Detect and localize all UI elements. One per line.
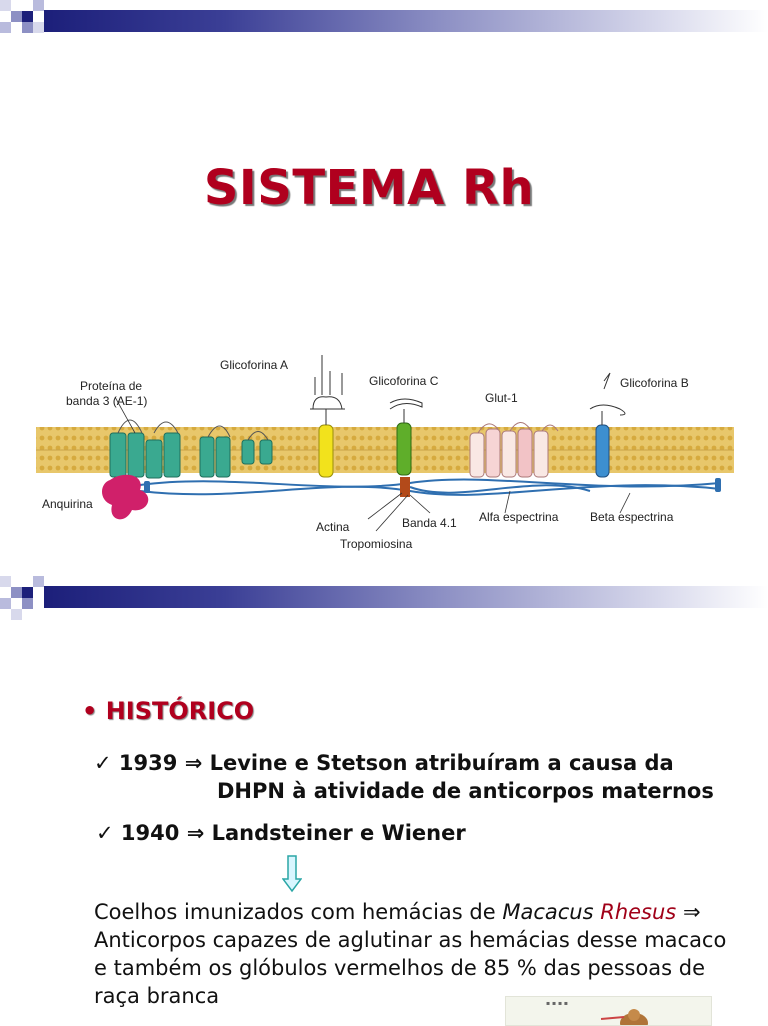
glycophorin-b [595, 424, 610, 478]
label-glicoforina-c: Glicoforina C [369, 374, 439, 388]
section-heading: • HISTÓRICO [82, 697, 255, 725]
band41-block [400, 477, 410, 497]
label-actina: Actina [316, 520, 350, 534]
down-arrow-icon [282, 855, 302, 893]
label-glicoforina-b: Glicoforina B [620, 376, 689, 390]
label-glicoforina-a: Glicoforina A [220, 358, 288, 372]
glut1-protein [469, 422, 559, 478]
top-decor-bar [0, 0, 768, 48]
paragraph: Coelhos imunizados com hemácias de Macac… [94, 900, 727, 1008]
label-banda3-l1: Proteína de [80, 379, 142, 393]
label-glut1: Glut-1 [485, 391, 518, 405]
label-beta-espectrina: Beta espectrina [590, 510, 674, 524]
label-banda41: Banda 4.1 [402, 516, 457, 530]
history-item-1940: ✓ 1940 ⇒ Landsteiner e Wiener [96, 821, 466, 845]
slide-title: SISTEMA Rh [203, 160, 535, 216]
membrane-diagram: Proteína de banda 3 (AE-1) Glicoforina A… [30, 345, 740, 560]
label-alfa-espectrina: Alfa espectrina [479, 510, 559, 524]
glycophorin-c [396, 422, 412, 476]
label-banda3-l2: banda 3 (AE-1) [66, 394, 147, 408]
history-item-1939-cont: DHPN à atividade de anticorpos maternos [217, 779, 714, 803]
monkey-thumbnail: ▪ ▪ ▪ ▪ [505, 996, 712, 1026]
band3-protein [109, 419, 273, 479]
label-tropomiosina: Tropomiosina [340, 537, 413, 551]
label-anquirina: Anquirina [42, 497, 93, 511]
spectrin-network [139, 478, 721, 496]
glycophorin-a [318, 424, 334, 478]
ankyrin [102, 474, 149, 520]
middle-decor-bar [0, 576, 768, 624]
history-item-1939: ✓ 1939 ⇒ Levine e Stetson atribuíram a c… [94, 751, 674, 775]
